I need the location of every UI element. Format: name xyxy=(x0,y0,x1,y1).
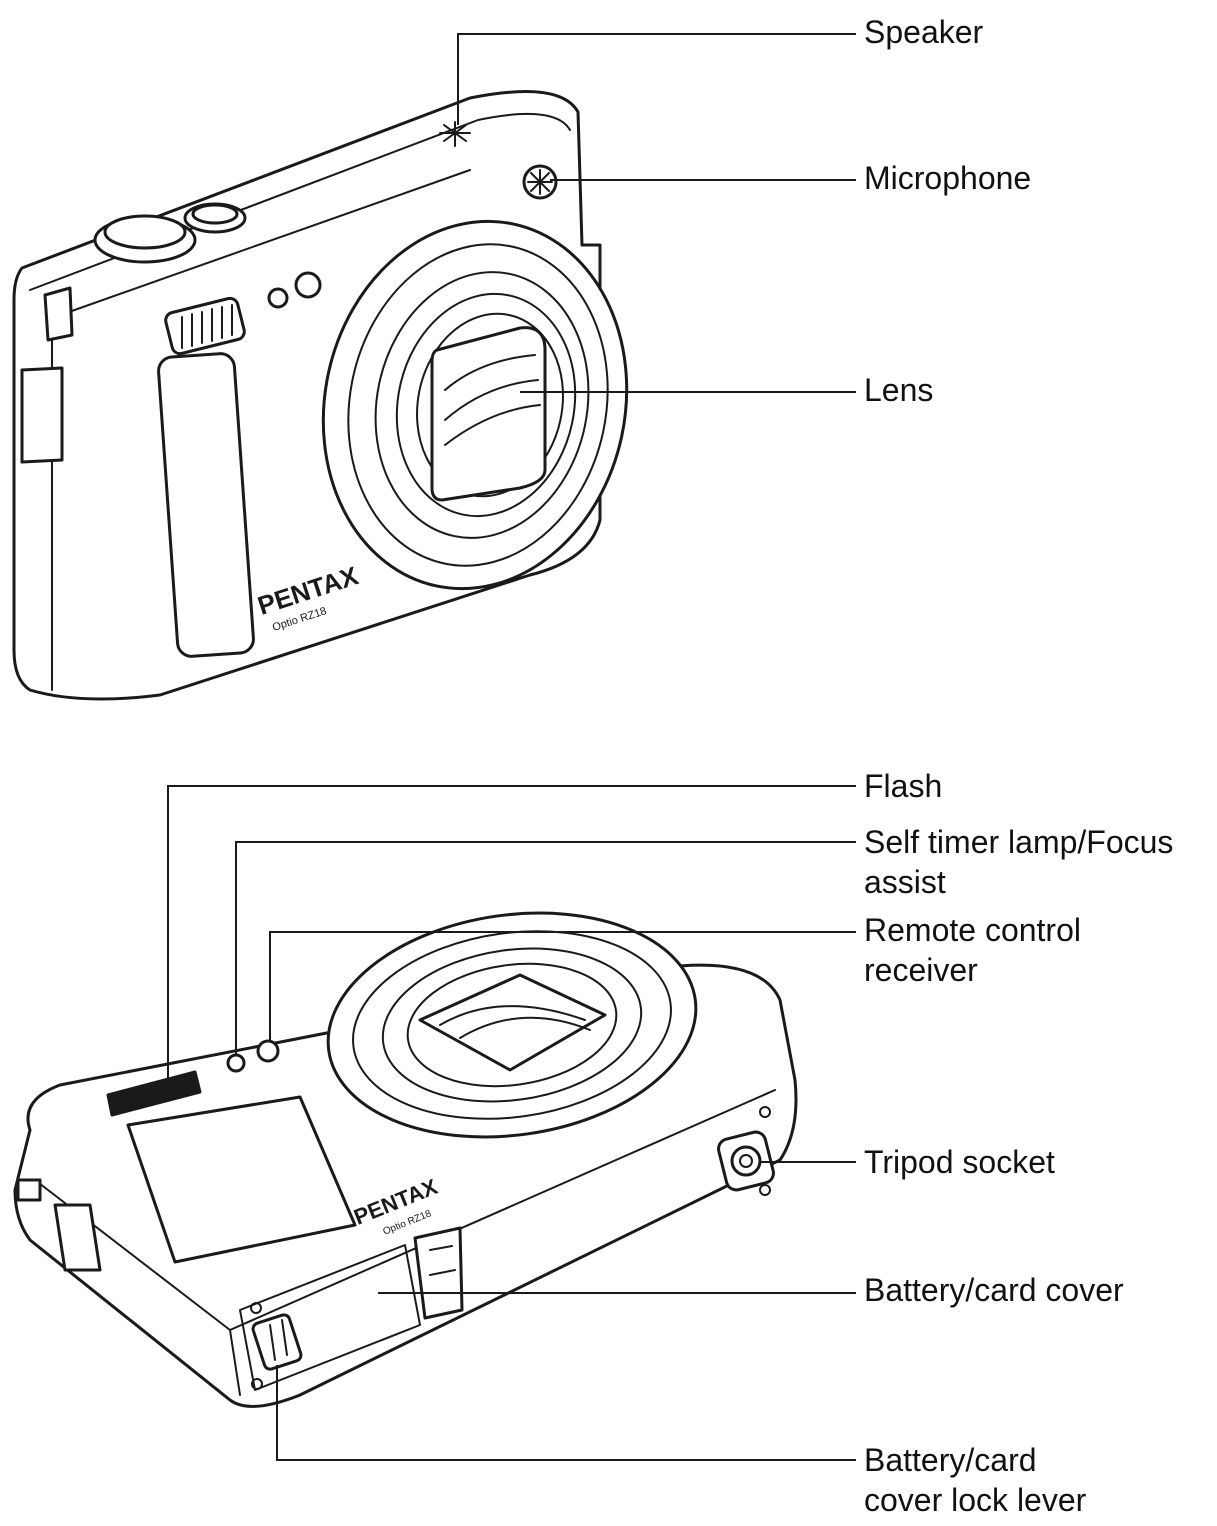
flash-window-bottom xyxy=(106,1070,202,1117)
lens-bottom xyxy=(326,911,698,1139)
callout-lines xyxy=(167,33,856,1461)
speaker-grille-front xyxy=(439,121,471,147)
leader-self-timer xyxy=(235,841,856,1055)
battery-cover-lock-lever xyxy=(251,1313,303,1371)
label-battery-cover: Battery/card cover xyxy=(864,1272,1124,1308)
label-self-timer-line1: Self timer lamp/Focus xyxy=(864,824,1174,860)
lens-front xyxy=(321,219,629,591)
camera-front-view: PENTAX Optio RZ18 xyxy=(12,90,629,701)
microphone-front xyxy=(522,164,558,200)
label-self-timer-line2: assist xyxy=(864,864,946,900)
label-remote-line1: Remote control xyxy=(864,912,1081,948)
leader-lock-lever xyxy=(276,1365,856,1461)
label-tripod: Tripod socket xyxy=(864,1144,1055,1180)
tripod-socket xyxy=(717,1130,775,1192)
label-lens: Lens xyxy=(864,372,934,408)
leader-remote xyxy=(269,931,856,1041)
label-lock-lever-line1: Battery/card xyxy=(864,1442,1037,1478)
camera-bottom-view: PENTAX Optio RZ18 xyxy=(13,911,798,1408)
label-microphone: Microphone xyxy=(864,160,1032,196)
label-flash: Flash xyxy=(864,768,943,804)
flash-window-front xyxy=(164,296,246,356)
leader-flash xyxy=(167,785,856,1085)
leader-speaker xyxy=(457,33,856,125)
label-remote-line2: receiver xyxy=(864,952,978,988)
label-lock-lever-line2: cover lock lever xyxy=(864,1482,1087,1518)
battery-card-cover xyxy=(239,1226,464,1391)
label-speaker: Speaker xyxy=(864,14,984,50)
